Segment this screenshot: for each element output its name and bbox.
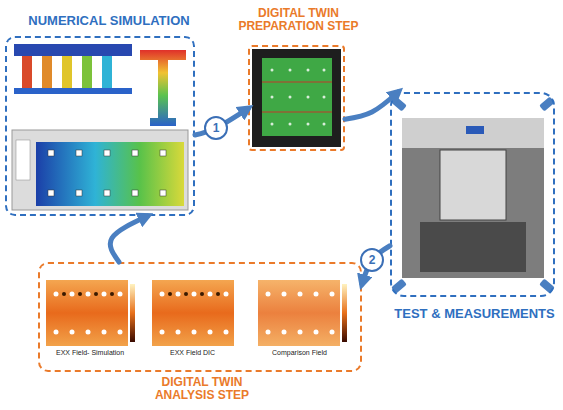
hole-markers <box>48 150 166 196</box>
stage-box: DIGITAL TWIN PREPARATION STEP <box>248 45 345 151</box>
stage-title: DIGITAL TWIN PREPARATION STEP <box>233 7 364 33</box>
stage-title: DIGITAL TWIN ANALYSIS STEP <box>142 376 262 402</box>
result-window <box>12 130 188 210</box>
legend-panel <box>16 140 30 180</box>
stage-title: NUMERICAL SIMULATION <box>19 14 199 28</box>
test-photo <box>402 118 544 278</box>
speckle-dots <box>271 69 326 126</box>
beam-model <box>14 44 132 56</box>
callout-number: 2 <box>360 248 384 272</box>
image-caption: EXX Field- Simulation <box>56 349 124 356</box>
image-caption: EXX Field DIC <box>170 349 215 356</box>
plate-model <box>14 88 132 94</box>
stage-box: TEST & MEASUREMENTS <box>390 92 555 297</box>
flow-arrow <box>345 92 398 119</box>
specimen-photo <box>252 49 341 147</box>
strain-field <box>36 142 184 206</box>
hole-dots <box>54 292 335 335</box>
image-caption: Comparison Field <box>272 349 327 356</box>
test-machine <box>420 222 526 272</box>
dark-concentrations <box>62 292 220 296</box>
stage-box: NUMERICAL SIMULATION <box>5 36 195 216</box>
lighting <box>402 118 544 148</box>
specimen-in-rig <box>440 150 506 220</box>
marker-lines <box>262 82 332 112</box>
stage-title: TEST & MEASUREMENTS <box>387 307 562 321</box>
camera-icons <box>391 96 555 293</box>
painted-specimen <box>262 58 332 136</box>
flow-arrow <box>110 216 147 262</box>
fastener-teeth <box>22 56 112 90</box>
strain-maps <box>46 280 347 346</box>
machine-logo <box>466 126 484 134</box>
t-section-model <box>140 50 186 126</box>
callout-number: 1 <box>204 116 228 140</box>
